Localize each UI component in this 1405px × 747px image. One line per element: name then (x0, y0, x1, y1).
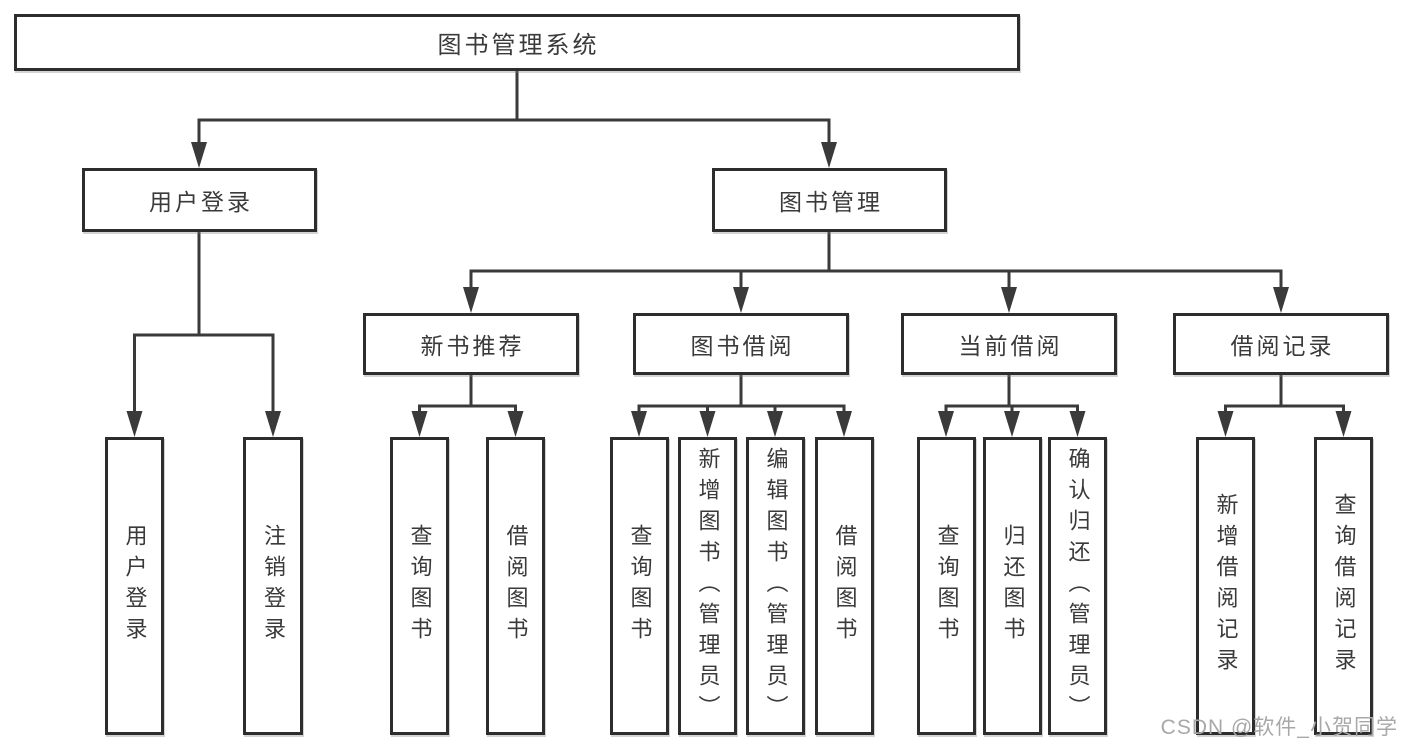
node-return-book: 归还图书 (983, 437, 1042, 735)
node-label: 图书管理系统 (437, 32, 600, 59)
node-query-books-recommend: 查询图书 (390, 437, 449, 735)
connector-book-borrow-children (637, 375, 846, 415)
node-label: 确认归还（管理员） (1065, 446, 1091, 726)
node-label: 编辑图书（管理员） (763, 446, 789, 726)
node-logout: 注销登录 (243, 437, 303, 735)
node-edit-book-admin: 编辑图书（管理员） (746, 437, 805, 735)
node-label: 借阅记录 (1230, 333, 1335, 359)
connector-root-to-level2 (197, 70, 831, 146)
node-label: 新书推荐 (420, 333, 525, 359)
node-label: 用户登录 (149, 189, 253, 215)
node-add-book-admin: 新增图书（管理员） (678, 437, 737, 735)
node-label: 查询图书 (627, 524, 653, 648)
node-label: 当前借阅 (958, 333, 1063, 359)
node-add-borrow-record: 新增借阅记录 (1196, 437, 1255, 735)
connector-borrow-records-children (1224, 375, 1345, 415)
node-label: 借阅图书 (832, 524, 858, 648)
node-label: 借阅图书 (503, 524, 529, 648)
node-confirm-return-admin: 确认归还（管理员） (1048, 437, 1107, 735)
node-borrowing-records: 借阅记录 (1173, 313, 1389, 375)
node-borrow-books-recommend: 借阅图书 (486, 437, 545, 735)
node-query-books-current: 查询图书 (917, 437, 976, 735)
node-label: 归还图书 (1000, 524, 1026, 648)
csdn-watermark: CSDN @软件_小贺同学 (1160, 716, 1398, 739)
node-label: 图书管理 (779, 189, 883, 215)
node-label: 查询图书 (407, 524, 433, 648)
node-label: 新增借阅记录 (1213, 493, 1239, 679)
node-library-system-root: 图书管理系统 (14, 14, 1020, 71)
node-label: 查询借阅记录 (1331, 493, 1357, 679)
node-new-book-recommend: 新书推荐 (363, 313, 579, 375)
node-label: 用户登录 (122, 524, 148, 648)
connector-new-book-children (418, 375, 517, 415)
node-label: 注销登录 (261, 524, 286, 648)
node-book-management-branch: 图书管理 (712, 168, 947, 232)
node-borrow-books: 借阅图书 (815, 437, 874, 735)
connector-book-mgmt-children (469, 232, 1283, 291)
node-label: 查询图书 (934, 524, 960, 648)
node-query-books-borrowing: 查询图书 (610, 437, 669, 735)
node-book-borrowing: 图书借阅 (633, 313, 849, 375)
node-label: 新增图书（管理员） (695, 446, 721, 726)
connector-current-borrow-children (944, 375, 1079, 415)
node-label: 图书借阅 (690, 333, 795, 359)
node-current-borrowing: 当前借阅 (901, 313, 1117, 375)
node-user-login-branch: 用户登录 (82, 168, 317, 232)
node-query-borrow-record: 查询借阅记录 (1314, 437, 1373, 735)
connector-user-login-children (133, 232, 275, 415)
node-user-login: 用户登录 (105, 437, 164, 735)
